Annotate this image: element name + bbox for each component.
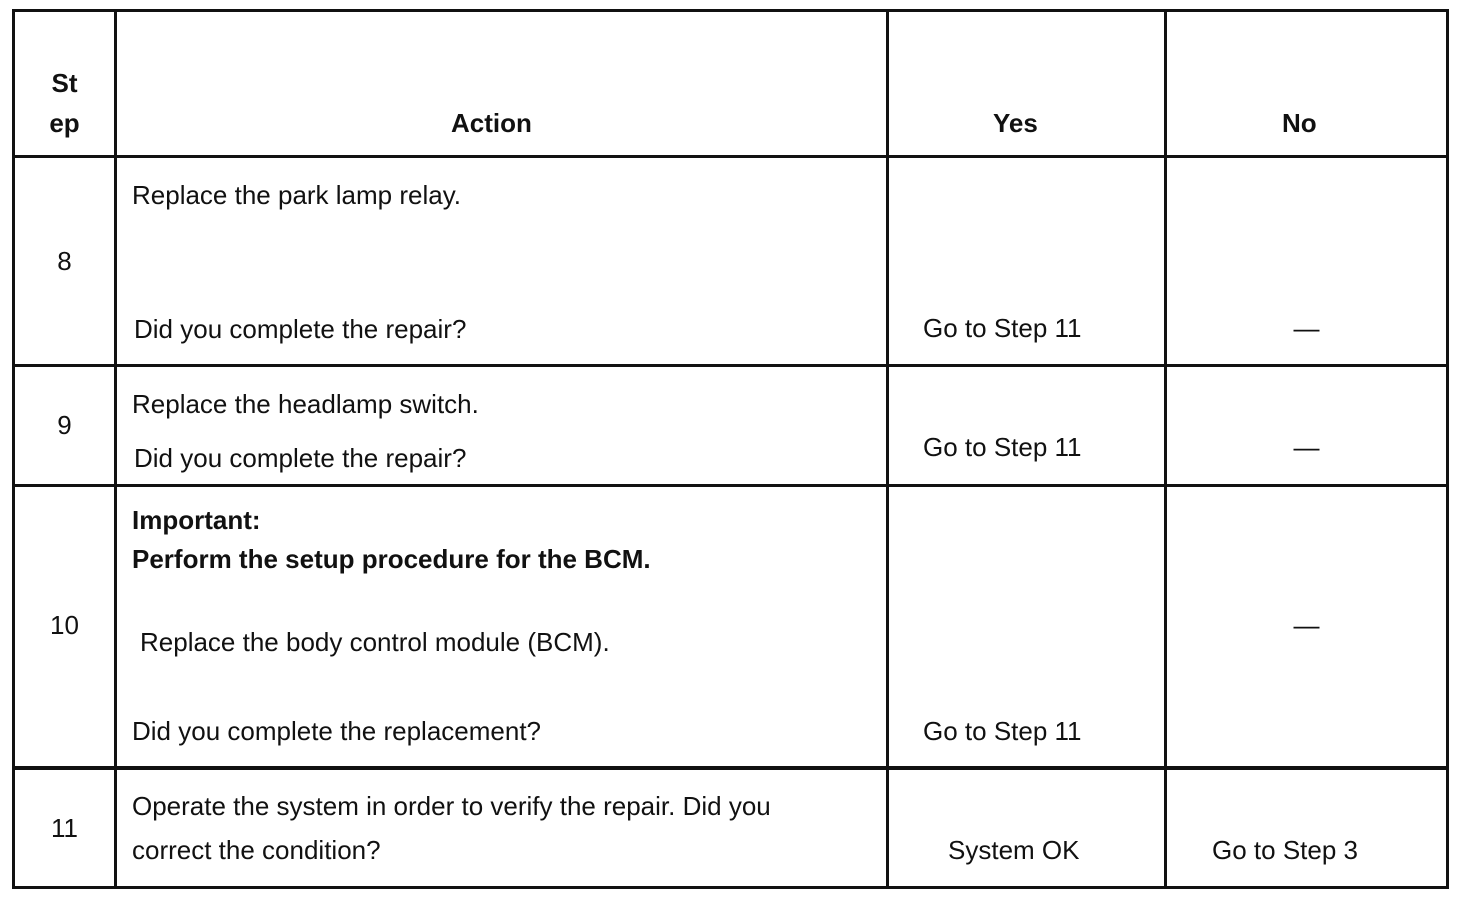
action-question: Did you complete the replacement? — [132, 716, 542, 746]
step-number: 8 — [57, 246, 72, 276]
important-label: Important: — [132, 505, 261, 535]
column-divider — [1164, 9, 1167, 889]
header-step-line1: St — [51, 68, 78, 98]
action-instruction: Operate the system in order to verify th… — [132, 791, 771, 821]
column-divider — [886, 9, 889, 889]
yes-result: System OK — [948, 835, 1080, 865]
yes-result: Go to Step 11 — [923, 313, 1082, 343]
action-instruction: Replace the body control module (BCM). — [140, 627, 610, 657]
column-divider — [114, 9, 117, 889]
action-instruction: Replace the park lamp relay. — [132, 180, 462, 210]
header-divider — [12, 155, 1449, 158]
step-number: 10 — [50, 610, 79, 640]
row-divider — [12, 766, 1449, 770]
row-divider — [12, 364, 1449, 367]
row-divider — [12, 484, 1449, 487]
no-result: — — [1293, 432, 1320, 462]
yes-result: Go to Step 11 — [923, 716, 1082, 746]
action-question: Did you complete the repair? — [134, 443, 467, 473]
header-yes: Yes — [993, 108, 1038, 138]
header-action: Action — [451, 108, 532, 138]
important-note: Perform the setup procedure for the BCM. — [132, 544, 651, 574]
header-step: St ep — [15, 68, 114, 138]
header-step-line2: ep — [49, 108, 80, 138]
table-border-bottom — [12, 886, 1449, 889]
table-border-left — [12, 9, 15, 889]
table-border-top — [12, 9, 1449, 12]
table-border-right — [1446, 9, 1449, 889]
yes-result: Go to Step 11 — [923, 432, 1082, 462]
no-result: Go to Step 3 — [1212, 835, 1358, 865]
step-number: 11 — [51, 813, 78, 843]
action-instruction: Replace the headlamp switch. — [132, 389, 479, 419]
action-instruction-continued: correct the condition? — [132, 835, 381, 865]
no-result: — — [1293, 313, 1320, 343]
action-question: Did you complete the repair? — [134, 314, 467, 344]
step-number: 9 — [57, 410, 72, 440]
no-result: — — [1293, 610, 1320, 640]
header-no: No — [1282, 108, 1317, 138]
